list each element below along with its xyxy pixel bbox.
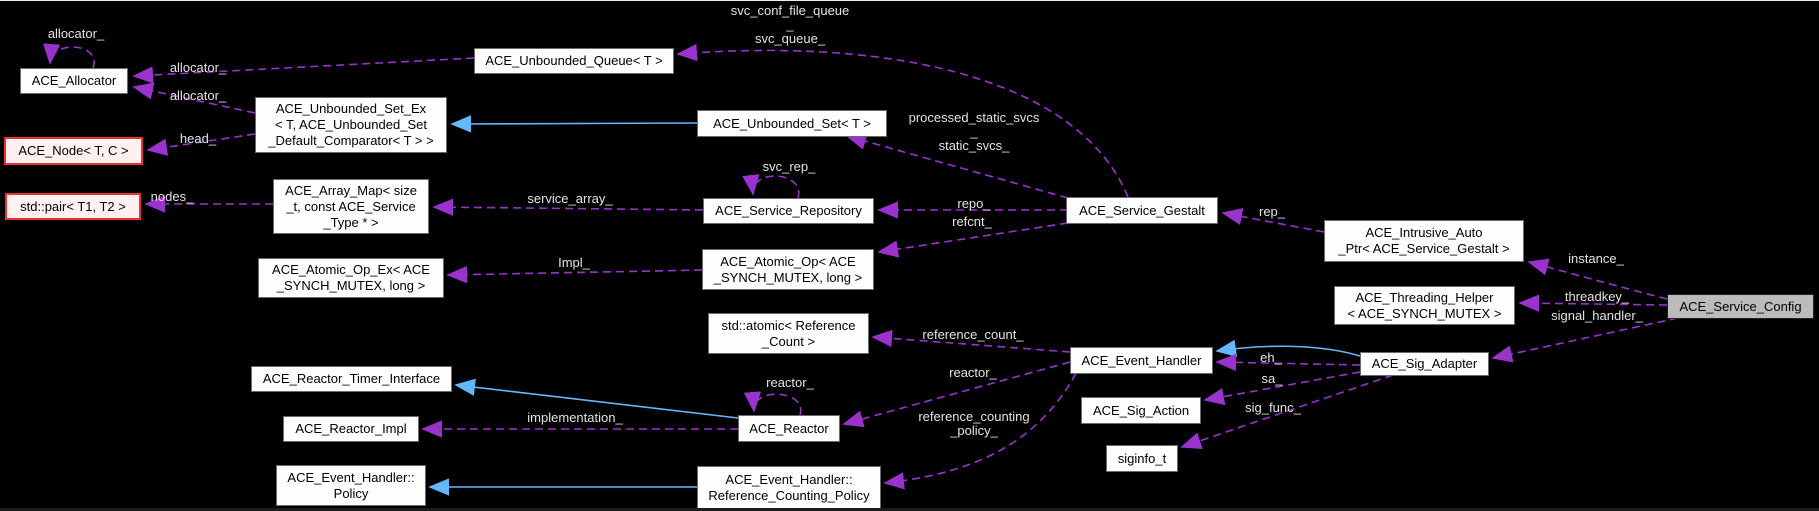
edge-label-head: head_: [179, 131, 217, 146]
edge-label-ref-counting-policy: reference_counting _policy_: [918, 409, 1030, 438]
edge-signal-handler: [1491, 317, 1679, 363]
edge-label-service-array: service_array_: [527, 191, 613, 206]
edge-inherit-sig-adapter: [1215, 339, 1361, 357]
node-siginfo-t[interactable]: siginfo_t: [1106, 445, 1178, 472]
node-ace-reactor-timer-interface[interactable]: ACE_Reactor_Timer_Interface: [251, 366, 452, 392]
edge-label-allocator-from-set-ex: allocator_: [169, 88, 227, 103]
edge-label-allocator-self: allocator_: [47, 26, 105, 41]
edge-label-eh: eh_: [1260, 350, 1282, 365]
edge-reactor-self: [743, 391, 802, 416]
edge-label-sa: sa_: [1261, 371, 1283, 386]
node-ace-eh-ref-counting-policy[interactable]: ACE_Event_Handler:: Reference_Counting_P…: [697, 466, 881, 509]
edge-inherit-unbounded-set: [450, 115, 698, 133]
node-ace-service-config[interactable]: ACE_Service_Config: [1667, 294, 1814, 319]
node-ace-sig-adapter[interactable]: ACE_Sig_Adapter: [1360, 352, 1489, 376]
node-ace-sig-action[interactable]: ACE_Sig_Action: [1081, 397, 1201, 424]
edge-svc-rep-self: [742, 174, 800, 199]
edge-head: [146, 133, 256, 156]
node-ace-intrusive-auto-ptr[interactable]: ACE_Intrusive_Auto _Ptr< ACE_Service_Ges…: [1324, 220, 1524, 262]
node-ace-event-handler[interactable]: ACE_Event_Handler: [1070, 347, 1213, 374]
edge-instance: [1527, 258, 1668, 300]
edge-label-allocator-from-queue: allocator_: [169, 60, 227, 75]
edge-label-svc-rep: svc_rep_: [762, 159, 816, 174]
edge-label-reactor-member: reactor_: [949, 365, 997, 380]
edge-label-implementation: implementation_: [527, 410, 623, 425]
node-std-pair[interactable]: std::pair< T1, T2 >: [5, 193, 141, 220]
edge-sa: [1203, 371, 1361, 406]
edge-allocator-from-queue: [132, 57, 475, 84]
edge-reactor-member: [842, 361, 1071, 428]
edge-label-threadkey: threadkey_: [1564, 289, 1630, 304]
node-ace-service-gestalt[interactable]: ACE_Service_Gestalt: [1066, 197, 1218, 224]
node-ace-reactor-impl[interactable]: ACE_Reactor_Impl: [283, 416, 419, 442]
node-ace-node[interactable]: ACE_Node< T, C >: [4, 137, 143, 165]
edge-label-nodes: nodes_: [150, 189, 194, 204]
edge-label-sig-func: sig_func_: [1245, 400, 1301, 415]
node-ace-unbounded-set[interactable]: ACE_Unbounded_Set< T >: [697, 110, 887, 137]
node-std-atomic[interactable]: std::atomic< Reference _Count >: [708, 313, 869, 354]
edge-allocator-from-set-ex: [132, 82, 256, 114]
node-ace-atomic-op[interactable]: ACE_Atomic_Op< ACE _SYNCH_MUTEX, long >: [702, 249, 874, 290]
edge-svc-queue: [676, 43, 1129, 198]
node-ace-unbounded-queue[interactable]: ACE_Unbounded_Queue< T >: [474, 48, 674, 74]
node-ace-threading-helper[interactable]: ACE_Threading_Helper < ACE_SYNCH_MUTEX >: [1334, 286, 1515, 325]
edge-inherit-reactor-timer: [454, 378, 739, 419]
edge-refcnt: [877, 222, 1069, 258]
edge-allocator-self: [42, 43, 95, 69]
bottom-edge: [0, 508, 1819, 511]
edge-label-static-svcs: processed_static_svcs _ static_svcs_: [908, 110, 1040, 153]
edge-threadkey: [1518, 294, 1668, 312]
edge-label-instance: instance_: [1568, 251, 1624, 266]
edge-label-impl: Impl_: [558, 255, 590, 270]
edge-rep: [1221, 208, 1325, 233]
node-ace-array-map[interactable]: ACE_Array_Map< size _t, const ACE_Servic…: [273, 179, 429, 234]
edge-label-reactor-self: reactor_: [766, 375, 814, 390]
node-ace-eh-policy[interactable]: ACE_Event_Handler:: Policy: [276, 465, 426, 506]
edge-label-rep: rep_: [1258, 204, 1286, 219]
edge-reference-counting-policy: [883, 372, 1077, 490]
node-ace-reactor[interactable]: ACE_Reactor: [738, 415, 840, 442]
node-ace-unbounded-set-ex[interactable]: ACE_Unbounded_Set_Ex < T, ACE_Unbounded_…: [255, 97, 447, 153]
node-ace-atomic-op-ex[interactable]: ACE_Atomic_Op_Ex< ACE _SYNCH_MUTEX, long…: [258, 258, 444, 298]
edge-label-svc-queues: svc_conf_file_queue _ svc_queue_: [730, 3, 850, 46]
edge-label-signal-handler: signal_handler_: [1551, 308, 1643, 323]
edge-sig-func: [1180, 374, 1394, 450]
edge-reference-count: [871, 329, 1071, 353]
node-ace-allocator[interactable]: ACE_Allocator: [20, 68, 128, 94]
edge-label-reference-count: reference_count_: [922, 327, 1024, 342]
edge-impl: [446, 265, 703, 284]
edge-label-refcnt: refcnt_: [952, 214, 992, 229]
edge-eh: [1215, 353, 1361, 372]
node-ace-service-repository[interactable]: ACE_Service_Repository: [703, 198, 874, 224]
edge-label-repo: repo_: [957, 196, 991, 211]
edge-service-array: [432, 198, 704, 216]
